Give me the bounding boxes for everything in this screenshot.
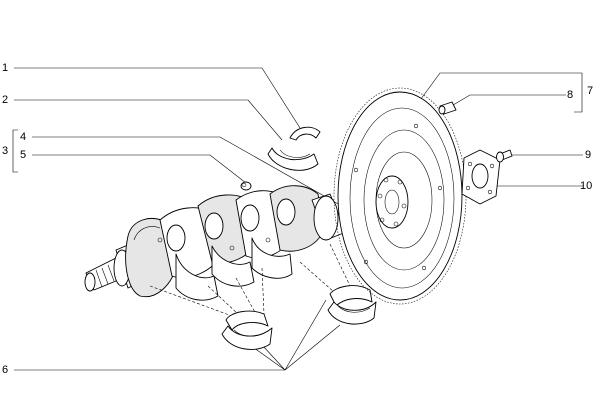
flywheel-outer-hole-2 [437,185,443,191]
leader-7 [417,72,574,104]
flywheel-outer-hole-4 [363,259,369,265]
leader-6d [284,324,341,371]
oil-hole-3 [265,237,271,243]
dowel-end [438,105,446,115]
bracket-7 [574,72,583,113]
leader-lines [12,67,583,371]
journal-1 [166,224,186,252]
counterweight-2 [175,253,219,301]
journal-2 [204,212,224,240]
flywheel-bolt-hole-1 [383,177,389,183]
callout-6: 6 [2,364,9,376]
bearing-shell-right-lower [327,301,377,325]
nose-thread-1 [95,269,103,288]
thrust-washer-detail [279,149,311,158]
plate-hole-1 [467,161,473,167]
callout-7: 7 [587,85,594,97]
crank-pin-end [241,183,247,187]
callout-8: 8 [567,89,574,101]
journal-4 [276,198,296,226]
nose-thread-2 [101,267,109,285]
leader-8 [447,94,566,109]
callout-5: 5 [20,149,27,161]
thrust-washer-lower [267,147,319,171]
bearing-right-groove [337,305,371,313]
flywheel-bolt-hole-4 [393,221,399,227]
callout-2: 2 [2,94,9,106]
assembly-line-2 [207,285,239,315]
oil-hole-2 [229,245,235,251]
bolt [496,149,513,163]
retaining-plate [461,149,501,205]
callout-4: 4 [20,131,27,143]
bolt-head [496,151,504,163]
bearing-shell-right-upper [329,285,373,307]
bearing-shells [221,285,377,350]
rear-flange [313,195,339,241]
leader-2 [14,99,283,141]
plate-hole-3 [487,189,493,195]
assembly-line-3 [235,277,257,315]
plate-hole-4 [465,185,471,191]
leader-1 [14,67,301,129]
flywheel-bolt-hole-3 [401,203,407,209]
leader-6b [262,345,286,371]
counterweight-3 [211,245,255,287]
callout-1: 1 [2,62,9,74]
bracket-3 [12,129,18,173]
dowel [438,101,457,115]
callout-3: 3 [2,145,9,157]
callout-10: 10 [580,180,593,192]
assembly-line-4 [261,267,265,315]
flywheel-outer-hole-5 [353,167,359,173]
callout-9: 9 [585,149,592,161]
counterweight-1-edge [133,226,161,241]
crank-pin [240,181,252,191]
bearing-left-groove [233,329,267,337]
crankshaft [84,185,361,301]
flywheel-bolt-hole-2 [397,179,403,185]
flywheel-hub-inner [384,189,400,215]
flywheel-outer-hole-1 [413,123,419,129]
thrust-washers [267,126,321,171]
thrust-washer-upper [289,126,321,141]
bearing-shell-left-lower [221,325,273,350]
assembly-line-6 [329,243,353,291]
plate-hole-2 [489,163,495,169]
flywheel-ring-2 [349,107,455,289]
flywheel-ring-3 [363,129,445,271]
oil-hole-1 [157,237,163,243]
flywheel-bolt-hole-6 [377,193,383,199]
crankshaft-nose-end [84,272,96,292]
flywheel-bolt-hole-5 [379,217,385,223]
nose-thread-3 [107,264,115,282]
assembly-line-1 [149,285,233,317]
assembly-line-5 [299,261,335,293]
bearing-shell-left-upper [225,310,269,331]
leader-10 [489,173,583,187]
leader-6c [284,299,327,371]
flywheel-hub [375,175,409,229]
journal-3 [240,204,260,232]
flywheel-outer-hole-3 [421,265,427,271]
leader-4 [32,136,341,206]
leader-5 [32,154,247,184]
retaining-plate-center [471,163,489,189]
flywheel [333,87,467,305]
assembly-lines [149,243,353,317]
